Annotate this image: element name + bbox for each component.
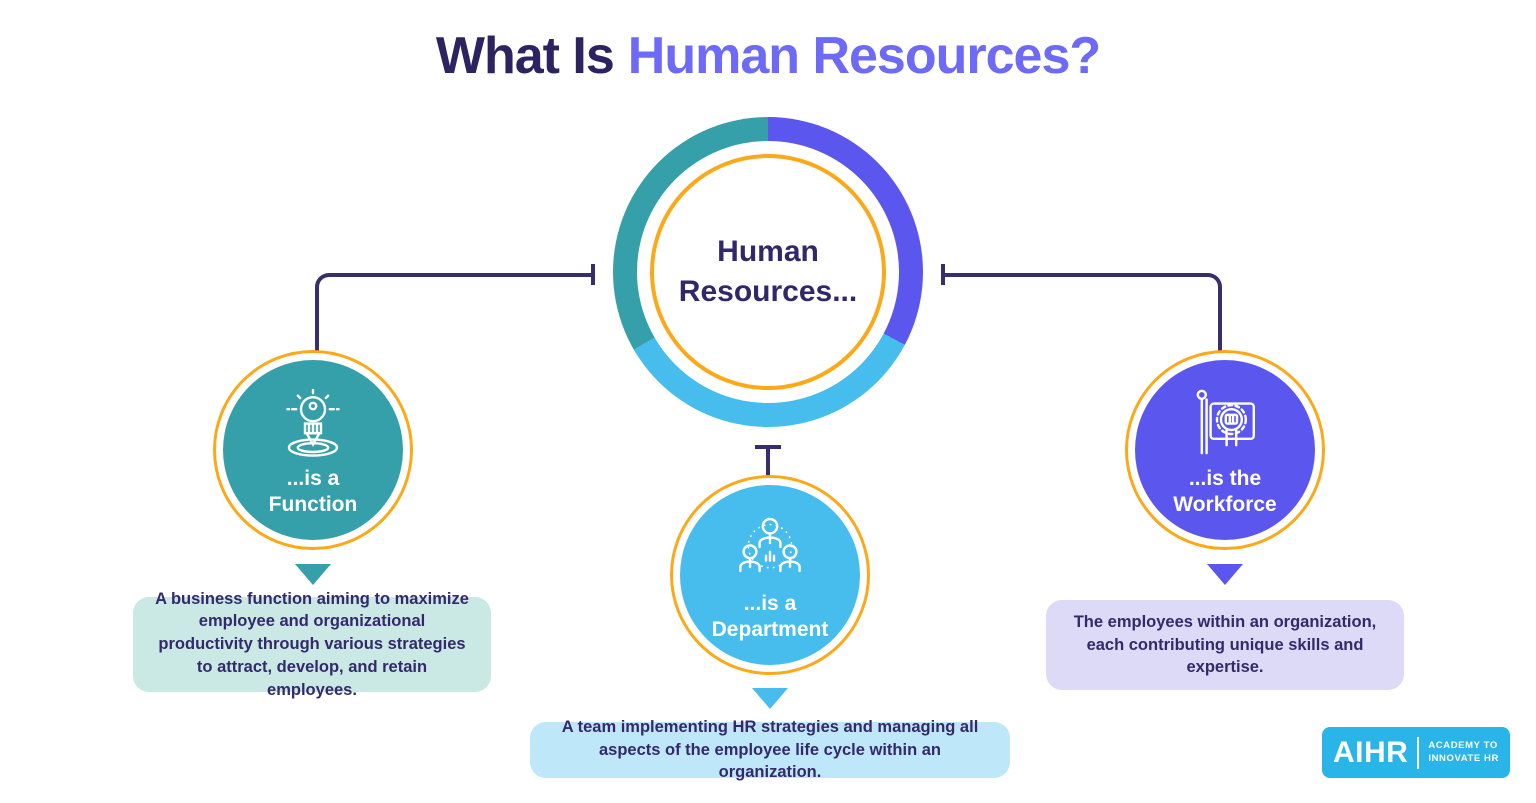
connector-middle-endcap [755, 445, 781, 449]
description-text-department: A team implementing HR strategies and ma… [561, 717, 979, 782]
connector-right-endcap [941, 264, 945, 285]
branch-label-department: ...is a Department [712, 591, 829, 644]
branch-circle-department-inner: ...is a Department [680, 485, 860, 665]
branch-circle-function: ...is a Function [213, 350, 413, 550]
branch-label-workforce-line1: ...is the [1188, 466, 1262, 490]
lightbulb-target-icon [286, 388, 340, 457]
connector-left-elbow [315, 273, 593, 352]
arrow-down-department [752, 688, 788, 709]
branch-label-department-line1: ...is a [743, 591, 797, 615]
description-box-department: A team implementing HR strategies and ma… [530, 718, 1010, 781]
branch-circle-function-inner: ...is a Function [223, 360, 403, 540]
aihr-logo-tagline-line2: INNOVATE HR [1428, 752, 1499, 764]
branch-label-department-line2: Department [711, 618, 829, 641]
description-box-function: A business function aiming to maximize e… [133, 590, 491, 699]
connector-middle-line [766, 447, 770, 477]
description-text-function: A business function aiming to maximize e… [155, 589, 469, 699]
branch-circle-department: ...is a Department [670, 475, 870, 675]
branch-label-function: ...is a Function [269, 466, 358, 519]
branch-circle-workforce-inner: ...is the Workforce [1135, 360, 1315, 540]
branch-label-function-line1: ...is a [286, 466, 340, 490]
arrow-down-workforce [1207, 564, 1243, 585]
connector-right-elbow [944, 273, 1222, 352]
description-text-workforce: The employees within an organization, ea… [1073, 612, 1377, 677]
description-box-workforce: The employees within an organization, ea… [1046, 600, 1404, 690]
title-part2: Human Resources? [627, 27, 1101, 85]
hr-center-ring: Human Resources... [613, 117, 923, 427]
aihr-logo-divider [1417, 736, 1420, 769]
aihr-logo-brand: AIHR [1333, 735, 1409, 769]
connector-left-endcap [591, 264, 595, 285]
hr-center-ring-gap: Human Resources... [637, 141, 899, 403]
fist-flag-gear-icon [1196, 389, 1255, 455]
branch-label-function-line2: Function [268, 493, 358, 516]
branch-label-workforce-line2: Workforce [1173, 493, 1277, 516]
hr-center-label: Human Resources... [678, 234, 858, 309]
title-part1: What Is [435, 27, 615, 85]
aihr-logo-tagline-line1: ACADEMY TO [1428, 739, 1498, 751]
branch-circle-workforce: ...is the Workforce [1125, 350, 1325, 550]
hr-center-orange-ring: Human Resources... [650, 154, 886, 390]
branch-label-workforce: ...is the Workforce [1173, 466, 1276, 519]
aihr-logo-tagline: ACADEMY TO INNOVATE HR [1428, 740, 1499, 766]
arrow-down-function [295, 564, 331, 585]
team-icon [739, 517, 801, 572]
aihr-logo: AIHR ACADEMY TO INNOVATE HR [1322, 727, 1510, 778]
